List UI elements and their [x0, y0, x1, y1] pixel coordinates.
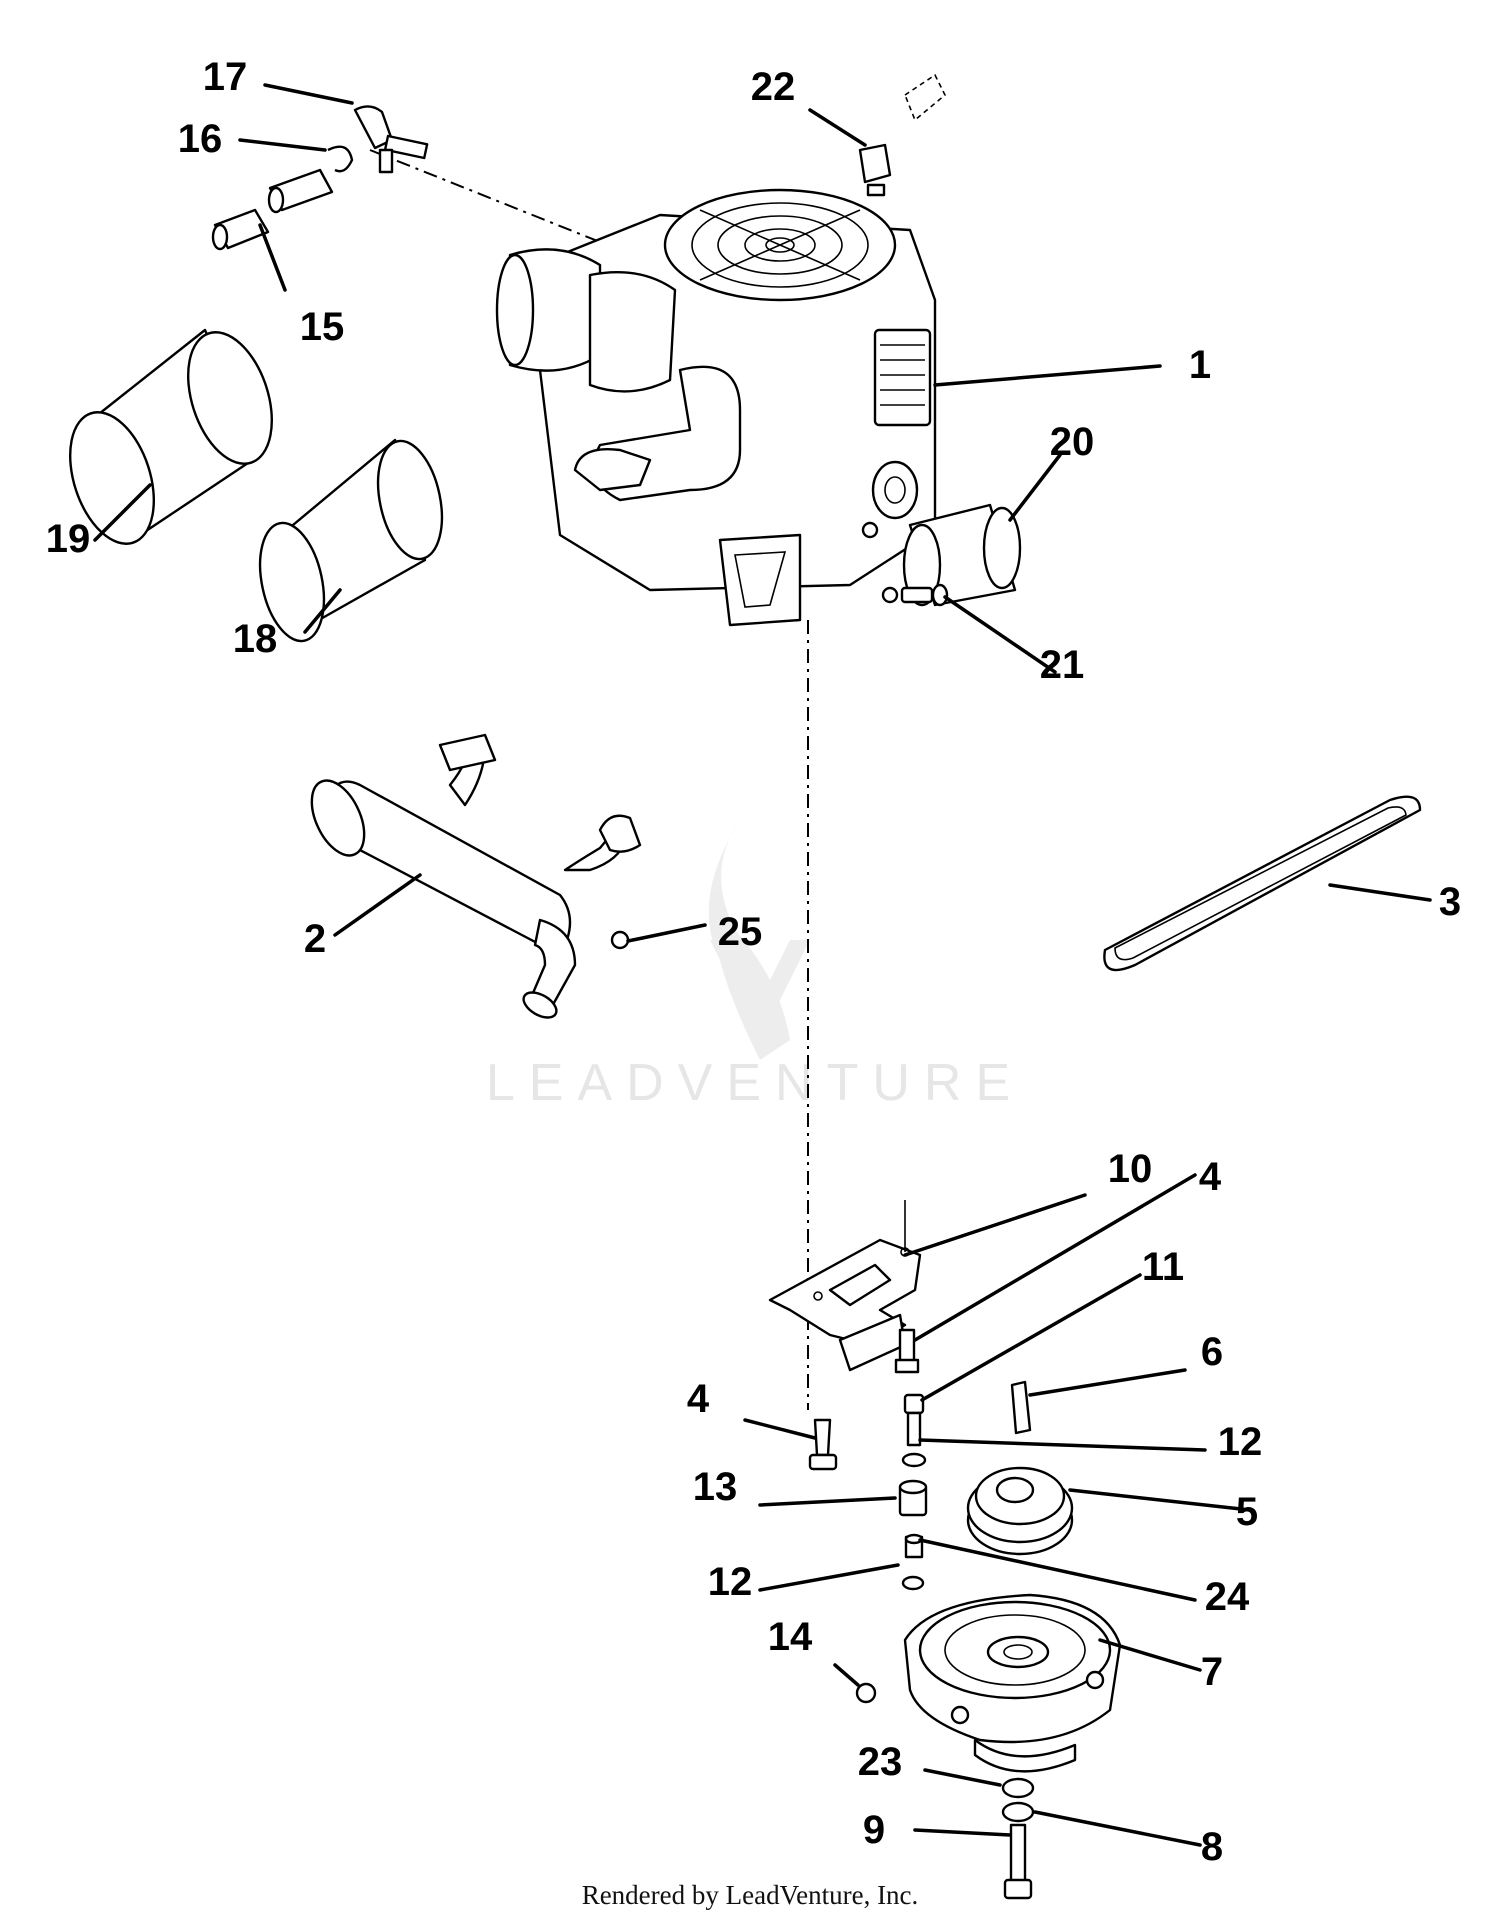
callout-12-lower: 12 — [708, 1560, 753, 1604]
fuel-hose-part — [211, 168, 334, 251]
clutch-bolt-part — [1003, 1823, 1033, 1900]
callout-2: 2 — [304, 917, 326, 961]
callout-1: 1 — [1189, 343, 1211, 387]
electric-clutch-part — [903, 1593, 1122, 1773]
callout-6: 6 — [1201, 1330, 1223, 1374]
callout-22: 22 — [751, 65, 796, 109]
shoulder-bolt-part — [903, 1393, 925, 1447]
callout-13: 13 — [693, 1465, 738, 1509]
callout-14: 14 — [768, 1615, 813, 1659]
callout-19: 19 — [46, 517, 91, 561]
callout-9: 9 — [863, 1808, 885, 1852]
pre-cleaner-part — [258, 438, 444, 643]
spacer-part — [898, 1479, 928, 1517]
bushing-part — [904, 1533, 924, 1559]
muffler-part — [310, 733, 642, 1019]
oil-drain-valve-part — [881, 583, 949, 607]
oil-filter-part — [902, 503, 1022, 607]
callout-24: 24 — [1205, 1575, 1250, 1619]
drive-belt-part — [1103, 795, 1422, 972]
callout-25: 25 — [718, 910, 763, 954]
callout-11: 11 — [1142, 1245, 1184, 1289]
callout-21: 21 — [1040, 643, 1085, 687]
callout-15: 15 — [300, 305, 345, 349]
watermark-logo — [708, 820, 810, 1060]
fuel-tee-part — [353, 105, 429, 174]
callout-23: 23 — [858, 1740, 903, 1784]
callout-7: 7 — [1201, 1650, 1223, 1694]
nut-part — [610, 930, 630, 950]
leader-lines — [93, 83, 1432, 1847]
callout-17: 17 — [203, 55, 248, 99]
callout-20: 20 — [1050, 420, 1095, 464]
engine-part — [495, 188, 937, 627]
pulley-part — [966, 1466, 1074, 1556]
hose-clamp-part — [327, 145, 354, 173]
washer-part — [901, 1452, 927, 1468]
footer-credit: Rendered by LeadVenture, Inc. — [581, 1880, 919, 1910]
spark-sensor-part — [858, 73, 946, 197]
callout-5: 5 — [1236, 1490, 1258, 1534]
hex-nut-part — [855, 1682, 877, 1704]
callout-16: 16 — [178, 117, 223, 161]
callout-12-upper: 12 — [1218, 1420, 1263, 1464]
callout-8: 8 — [1201, 1825, 1223, 1869]
washer-stack-part — [1001, 1777, 1035, 1823]
bolt-part — [894, 1328, 920, 1374]
callout-10: 10 — [1108, 1147, 1153, 1191]
fuel-line-route — [369, 149, 621, 251]
watermark-text: LEADVENTURE — [486, 1054, 1024, 1112]
callout-4-lower: 4 — [687, 1377, 710, 1421]
callout-18: 18 — [233, 617, 278, 661]
callout-4-upper: 4 — [1199, 1155, 1222, 1199]
lag-screw-part — [808, 1418, 838, 1471]
key-part — [1010, 1380, 1032, 1435]
washer-part-2 — [901, 1575, 925, 1591]
air-filter-element-part — [68, 328, 274, 545]
clutch-bracket-part — [768, 1200, 922, 1372]
callout-3: 3 — [1439, 880, 1461, 924]
